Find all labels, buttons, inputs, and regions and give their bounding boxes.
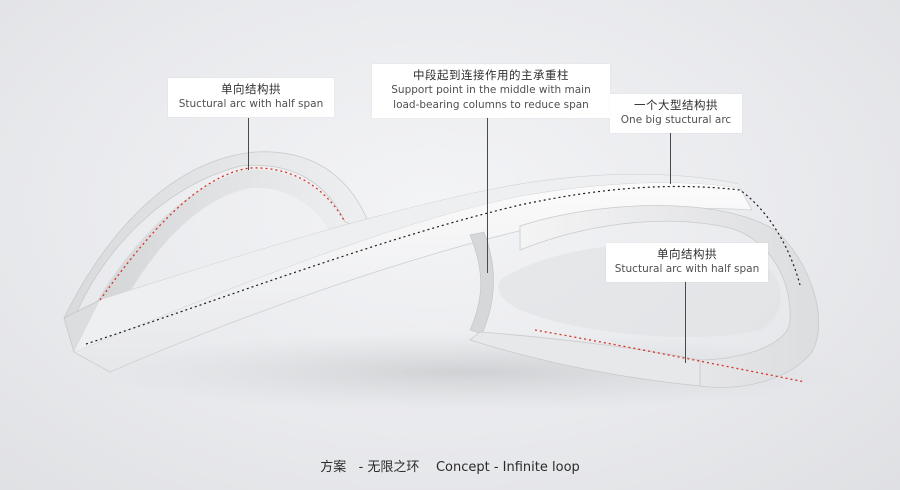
label-big-arc: 一个大型结构拱 One big stuctural arc bbox=[610, 94, 742, 133]
caption: 方案 - 无限之环 Concept - Infinite loop bbox=[320, 460, 580, 475]
leader-line-left-arc bbox=[248, 118, 249, 170]
leader-line-right-arc bbox=[685, 277, 686, 363]
label-big-arc-en: One big stuctural arc bbox=[620, 114, 732, 126]
diagonal-band bbox=[73, 182, 753, 373]
ground-shadow bbox=[90, 332, 850, 412]
label-right-arc-en: Stuctural arc with half span bbox=[614, 263, 760, 275]
leader-line-big-arc bbox=[670, 132, 671, 184]
label-left-arc: 单向结构拱 Stuctural arc with half span bbox=[168, 78, 334, 117]
label-middle-support-zh: 中段起到连接作用的主承重柱 bbox=[413, 68, 569, 82]
central-support bbox=[469, 231, 494, 335]
label-middle-support-en-line1: Support point in the middle with main bbox=[391, 84, 591, 96]
label-middle-support: 中段起到连接作用的主承重柱 Support point in the middl… bbox=[372, 64, 610, 118]
label-left-arc-en: Stuctural arc with half span bbox=[178, 98, 324, 110]
label-big-arc-zh: 一个大型结构拱 bbox=[634, 98, 718, 112]
diagonal-band-face bbox=[74, 174, 740, 352]
label-middle-support-en-line2: load-bearing columns to reduce span bbox=[393, 99, 589, 111]
red-dotted-line-right bbox=[534, 329, 806, 383]
leader-line-middle-support bbox=[487, 118, 488, 273]
right-loop-lower bbox=[469, 331, 701, 387]
label-right-arc: 单向结构拱 Stuctural arc with half span bbox=[606, 243, 768, 282]
label-right-arc-zh: 单向结构拱 bbox=[657, 247, 717, 261]
label-left-arc-zh: 单向结构拱 bbox=[221, 82, 281, 96]
